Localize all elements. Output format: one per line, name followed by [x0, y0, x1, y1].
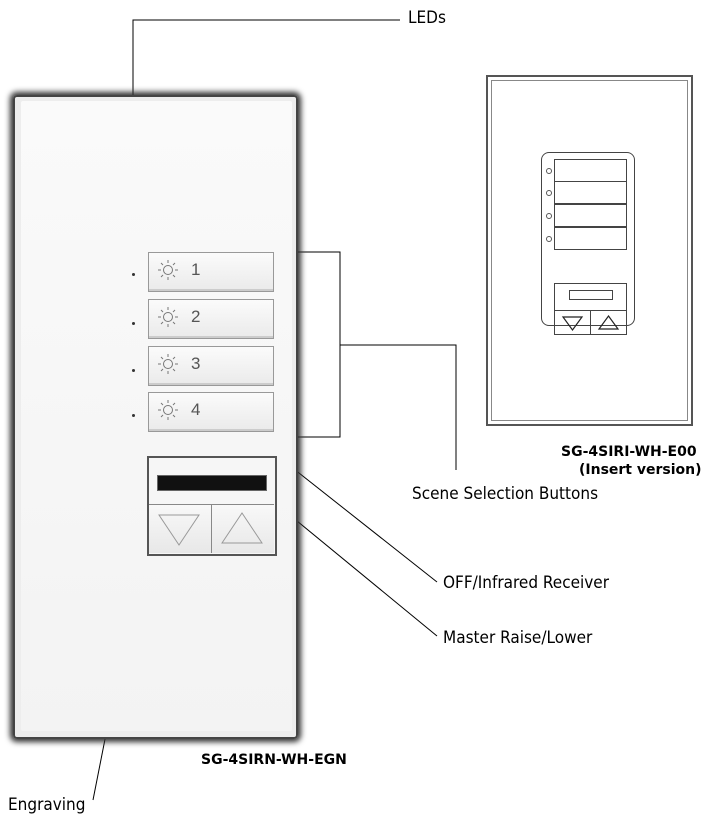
master-raise-lower-label: Master Raise/Lower — [443, 628, 593, 648]
engraving-label: Engraving — [8, 795, 86, 815]
scene-button-number: 2 — [191, 307, 201, 326]
insert-keypad — [541, 152, 635, 335]
insert-raise-lower-module — [554, 283, 627, 335]
sun-icon — [158, 354, 178, 374]
scene-button-1[interactable]: 1 — [148, 252, 274, 292]
scene-button-number: 1 — [191, 260, 201, 279]
insert-lower-button[interactable] — [555, 310, 591, 335]
ir-receiver-label: OFF/Infrared Receiver — [443, 573, 610, 593]
led-2 — [132, 322, 135, 325]
ir-leader — [279, 457, 438, 583]
insert-led-1 — [546, 168, 552, 174]
insert-led-4 — [546, 236, 552, 242]
scene-leader — [340, 344, 457, 470]
insert-led-2 — [546, 190, 552, 196]
insert-wallplate — [486, 75, 693, 426]
scene-button-number: 3 — [191, 354, 201, 373]
insert-wallplate-face — [491, 80, 688, 421]
triangle-down-icon — [158, 514, 200, 546]
lower-button[interactable] — [149, 504, 212, 553]
sun-icon — [158, 260, 178, 280]
led-3 — [132, 369, 135, 372]
raise-button[interactable] — [212, 504, 274, 553]
insert-scene-button-2[interactable] — [554, 181, 627, 204]
scene-button-4[interactable]: 4 — [148, 392, 274, 432]
sun-icon — [158, 307, 178, 327]
scene-button-2[interactable]: 2 — [148, 299, 274, 339]
insert-ir-window[interactable] — [569, 290, 613, 300]
main-model-number: SG-4SIRN-WH-EGN — [201, 752, 347, 768]
insert-scene-button-4[interactable] — [554, 227, 627, 250]
led-4 — [132, 414, 135, 417]
triangle-up-icon — [597, 314, 620, 330]
led-1 — [132, 273, 135, 276]
leds-label: LEDs — [408, 8, 446, 28]
scene-button-3[interactable]: 3 — [148, 346, 274, 386]
master-leader — [279, 506, 438, 637]
insert-scene-button-1[interactable] — [554, 159, 627, 182]
insert-raise-button[interactable] — [591, 310, 626, 335]
raise-lower-module — [147, 456, 277, 556]
sun-icon — [158, 400, 178, 420]
scene-buttons-label: Scene Selection Buttons — [412, 484, 599, 504]
ir-receiver-window[interactable] — [157, 475, 267, 491]
triangle-down-icon — [561, 316, 584, 332]
insert-led-3 — [546, 213, 552, 219]
insert-scene-button-3[interactable] — [554, 204, 627, 227]
triangle-up-icon — [221, 512, 263, 544]
insert-model-number: SG-4SIRI-WH-E00 — [561, 444, 697, 460]
scene-button-number: 4 — [191, 400, 201, 419]
insert-version-note: (Insert version) — [579, 462, 702, 478]
